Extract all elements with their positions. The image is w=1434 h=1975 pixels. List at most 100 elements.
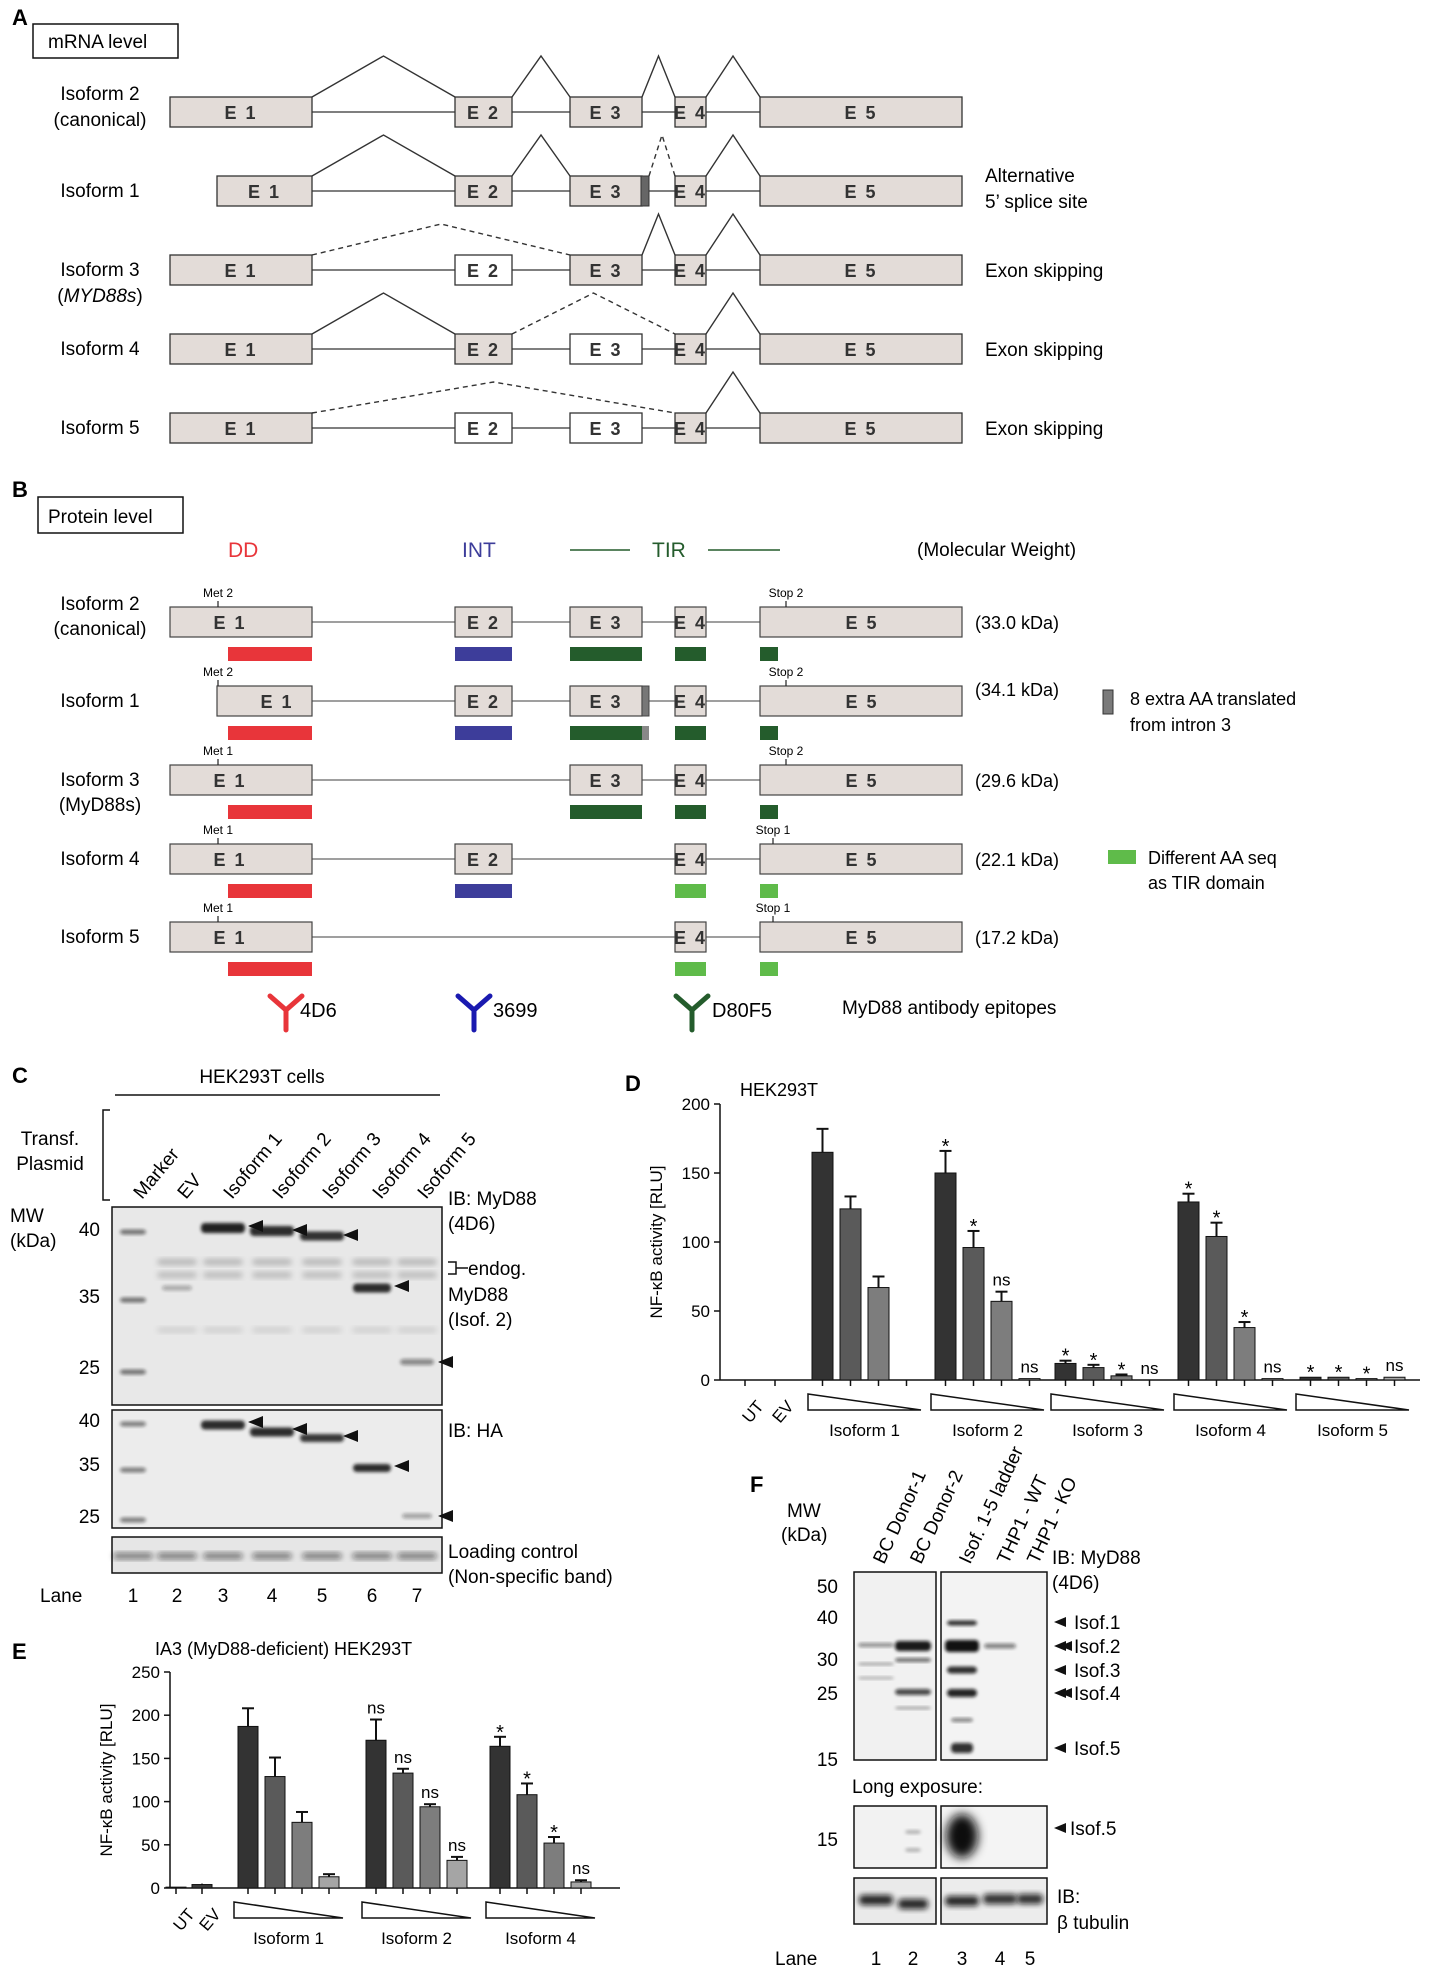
y-tick-label: 200 — [132, 1706, 160, 1725]
data-bar — [516, 1794, 538, 1889]
y-axis-label: NF-κB activity [RLU] — [647, 1165, 666, 1318]
arrow-icon — [1054, 1665, 1066, 1675]
skip-junction — [511, 292, 676, 335]
protein-exon-4 — [674, 764, 707, 796]
dose-wedge-icon — [361, 1901, 472, 1919]
c-mid-marker-40: 40 — [79, 1411, 100, 1432]
group-label: Isoform 2 — [381, 1929, 452, 1948]
dose-wedge-icon — [1173, 1393, 1288, 1411]
significance-label: * — [1185, 1179, 1193, 1201]
blot-band — [157, 1553, 197, 1559]
exon-2 — [454, 333, 513, 365]
blot-band — [859, 1895, 893, 1905]
intron-legend-line1: 8 extra AA translated — [1130, 689, 1296, 709]
exon-label: E 3 — [589, 419, 622, 439]
f-lane-number: 4 — [995, 1949, 1006, 1970]
y-tick-label: 100 — [682, 1233, 710, 1252]
significance-label: * — [523, 1768, 531, 1790]
protein-isoform-mw: (22.1 kDa) — [975, 850, 1059, 870]
c-blot-mydd88 — [111, 1206, 443, 1406]
data-bar — [811, 1151, 834, 1381]
c-top-marker-40: 40 — [79, 1220, 100, 1241]
exon-4 — [674, 333, 707, 365]
dose-wedge-icon — [930, 1393, 1045, 1411]
y-axis-label: NF-κB activity [RLU] — [97, 1703, 116, 1856]
arrow-icon — [248, 1416, 263, 1428]
cells-label: HEK293T cells — [199, 1067, 324, 1088]
arrow-icon — [292, 1423, 307, 1435]
protein-isoform-mw: (34.1 kDa) — [975, 680, 1059, 700]
transf-label-line2: Plasmid — [16, 1154, 84, 1175]
data-bar — [990, 1300, 1013, 1381]
data-bar — [1205, 1235, 1228, 1381]
tir-domain-label: TIR — [652, 539, 686, 562]
blot-band — [945, 1640, 979, 1652]
tir-domain-bar-e4 — [675, 726, 706, 740]
protein-exon-2 — [454, 843, 513, 875]
c-kda-label: (kDa) — [10, 1231, 56, 1252]
significance-label: * — [1090, 1350, 1098, 1372]
mrna-isoform-note: Exon skipping — [985, 419, 1103, 440]
mrna-isoform-name: Isoform 1 — [60, 181, 139, 202]
stop-label: Stop 1 — [756, 823, 791, 837]
protein-exon-1 — [169, 921, 313, 953]
exon-5 — [759, 254, 963, 286]
data-bar — [318, 1876, 340, 1889]
control-bar — [165, 1886, 187, 1889]
blot-band — [951, 1718, 973, 1722]
blot-band — [947, 1620, 977, 1626]
endog-line3: (Isof. 2) — [448, 1310, 512, 1331]
protein-exon-label: E 1 — [260, 692, 293, 712]
blot-band — [397, 1259, 437, 1265]
mrna-isoform-name: Isoform 2 — [60, 84, 139, 105]
antibody-3699-icon — [455, 993, 493, 1033]
exon-label: E 2 — [467, 261, 500, 281]
exon-3 — [569, 254, 643, 286]
protein-exon-5 — [759, 921, 963, 953]
exon-label: E 2 — [467, 182, 500, 202]
antibody-4d6-label: 4D6 — [300, 1000, 337, 1022]
exon-5 — [759, 96, 963, 128]
data-bar — [392, 1772, 414, 1889]
mrna-isoform-name: Isoform 3 — [60, 260, 139, 281]
exon-label: E 4 — [674, 340, 707, 360]
significance-label: * — [1335, 1362, 1343, 1384]
blot-band — [252, 1272, 292, 1278]
blot-band — [203, 1259, 243, 1265]
splice-junction — [311, 55, 456, 98]
blot-band — [120, 1421, 146, 1427]
exon-label: E 1 — [248, 182, 281, 202]
blot-band — [895, 1706, 931, 1710]
f-isof-label: Isof.4 — [1074, 1684, 1121, 1705]
blot-band — [120, 1517, 146, 1523]
exon-label: E 3 — [589, 340, 622, 360]
tir-domain-bar-e4 — [675, 962, 706, 976]
protein-exon-1 — [169, 843, 313, 875]
protein-exon-label: E 2 — [467, 850, 500, 870]
blot-band — [252, 1259, 292, 1265]
endog-line2: MyD88 — [448, 1285, 508, 1306]
f-isof-label: Isof.1 — [1074, 1613, 1120, 1634]
met-label: Met 1 — [203, 823, 233, 837]
blot-band — [157, 1327, 197, 1333]
dose-wedge-icon — [1050, 1393, 1165, 1411]
c-lane-number: 2 — [172, 1586, 183, 1607]
intron-legend-line2: from intron 3 — [1130, 715, 1231, 735]
significance-label: ns — [1386, 1356, 1404, 1375]
panel-b-letter: B — [12, 477, 28, 502]
f-tub-line1: IB: — [1057, 1887, 1080, 1908]
transf-bracket — [102, 1109, 110, 1201]
diff-aa-legend-line1: Different AA seq — [1148, 848, 1277, 868]
tir-domain-bar-e5 — [760, 884, 778, 898]
y-tick-label: 50 — [141, 1836, 160, 1855]
f-mw-label: MW — [787, 1501, 821, 1522]
panel-e: E IA3 (MyD88-deficient) HEK293T 05010015… — [12, 1639, 620, 1948]
blot-band — [300, 1231, 344, 1241]
c-loading-line2: (Non-specific band) — [448, 1567, 613, 1588]
endog-line1: endog. — [468, 1259, 526, 1280]
significance-label: * — [1118, 1359, 1126, 1381]
data-bar — [839, 1208, 862, 1381]
blot-band — [352, 1327, 392, 1333]
